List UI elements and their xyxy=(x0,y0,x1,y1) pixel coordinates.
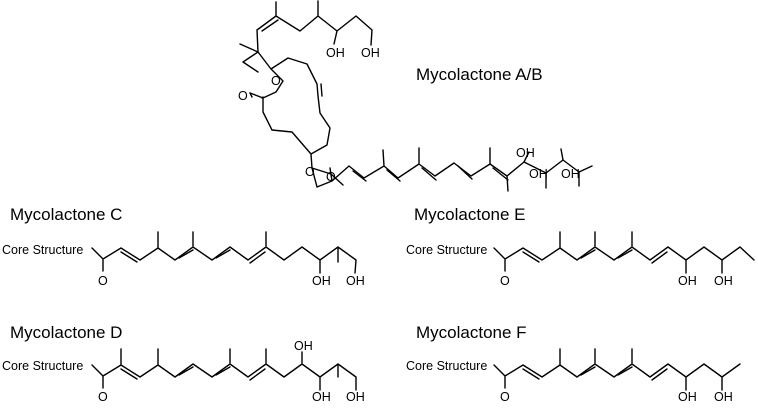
f-oxygen: O xyxy=(500,390,510,404)
ab-macrolactone-ring xyxy=(249,51,344,186)
c-oh-2: OH xyxy=(346,274,365,288)
ab-oh-1: OH xyxy=(326,46,345,60)
d-oh-2: OH xyxy=(312,390,331,404)
ab-right-chain xyxy=(523,148,580,189)
ab-oh-4: OH xyxy=(529,167,548,181)
ab-ester xyxy=(311,147,593,192)
e-doubles xyxy=(522,249,668,264)
title-mycolactone-f: Mycolactone F xyxy=(416,323,527,342)
ab-oh-5: OH xyxy=(561,167,580,181)
ab-polyene-doubles xyxy=(352,165,509,182)
d-oh-1: OH xyxy=(294,339,313,353)
structure-mycolactone-f: O OH OH xyxy=(493,348,741,404)
d-oxygen: O xyxy=(98,390,108,404)
ab-carbonyl-oxygen: O xyxy=(238,89,248,103)
d-oh-3: OH xyxy=(346,390,365,404)
core-structure-label-d: Core Structure xyxy=(2,359,83,373)
f-oh-2: OH xyxy=(714,390,733,404)
f-oh-1: OH xyxy=(678,390,697,404)
f-doubles xyxy=(522,366,668,381)
title-mycolactone-e: Mycolactone E xyxy=(414,205,526,224)
ab-top-double xyxy=(261,19,279,32)
d-doubles xyxy=(120,366,266,381)
title-mycolactone-ab: Mycolactone A/B xyxy=(416,65,543,84)
c-doubles xyxy=(120,249,266,264)
ab-ester-oxygen: O xyxy=(305,165,315,179)
c-chain xyxy=(91,231,357,274)
e-chain xyxy=(493,231,755,274)
core-structure-label-e: Core Structure xyxy=(406,243,487,257)
structure-mycolactone-e: O OH OH xyxy=(493,231,755,288)
ab-carbonyl xyxy=(249,92,264,99)
title-mycolactone-d: Mycolactone D xyxy=(10,323,122,342)
ab-ring-oxygen: O xyxy=(271,74,281,88)
core-structure-label-c: Core Structure xyxy=(2,243,83,257)
core-structure-label-f: Core Structure xyxy=(406,359,487,373)
e-oh-1: OH xyxy=(678,274,697,288)
c-oxygen: O xyxy=(98,274,108,288)
e-oxygen: O xyxy=(500,274,510,288)
structure-mycolactone-ab: O O O O OH OH OH OH OH xyxy=(238,0,593,192)
structure-mycolactone-c: O OH OH xyxy=(91,231,365,288)
e-oh-2: OH xyxy=(714,274,733,288)
ab-top-chain xyxy=(256,0,373,53)
ab-oh-2: OH xyxy=(361,46,380,60)
ab-ring-double xyxy=(320,83,323,97)
d-chain xyxy=(91,348,357,391)
structure-mycolactone-d: O OH OH OH xyxy=(91,339,365,404)
f-chain xyxy=(493,348,741,391)
ab-oh-3: OH xyxy=(516,146,535,160)
ab-methyls xyxy=(239,43,259,73)
title-mycolactone-c: Mycolactone C xyxy=(10,205,122,224)
c-oh-1: OH xyxy=(312,274,331,288)
ab-ester-carbonyl-oxygen: O xyxy=(326,170,336,184)
